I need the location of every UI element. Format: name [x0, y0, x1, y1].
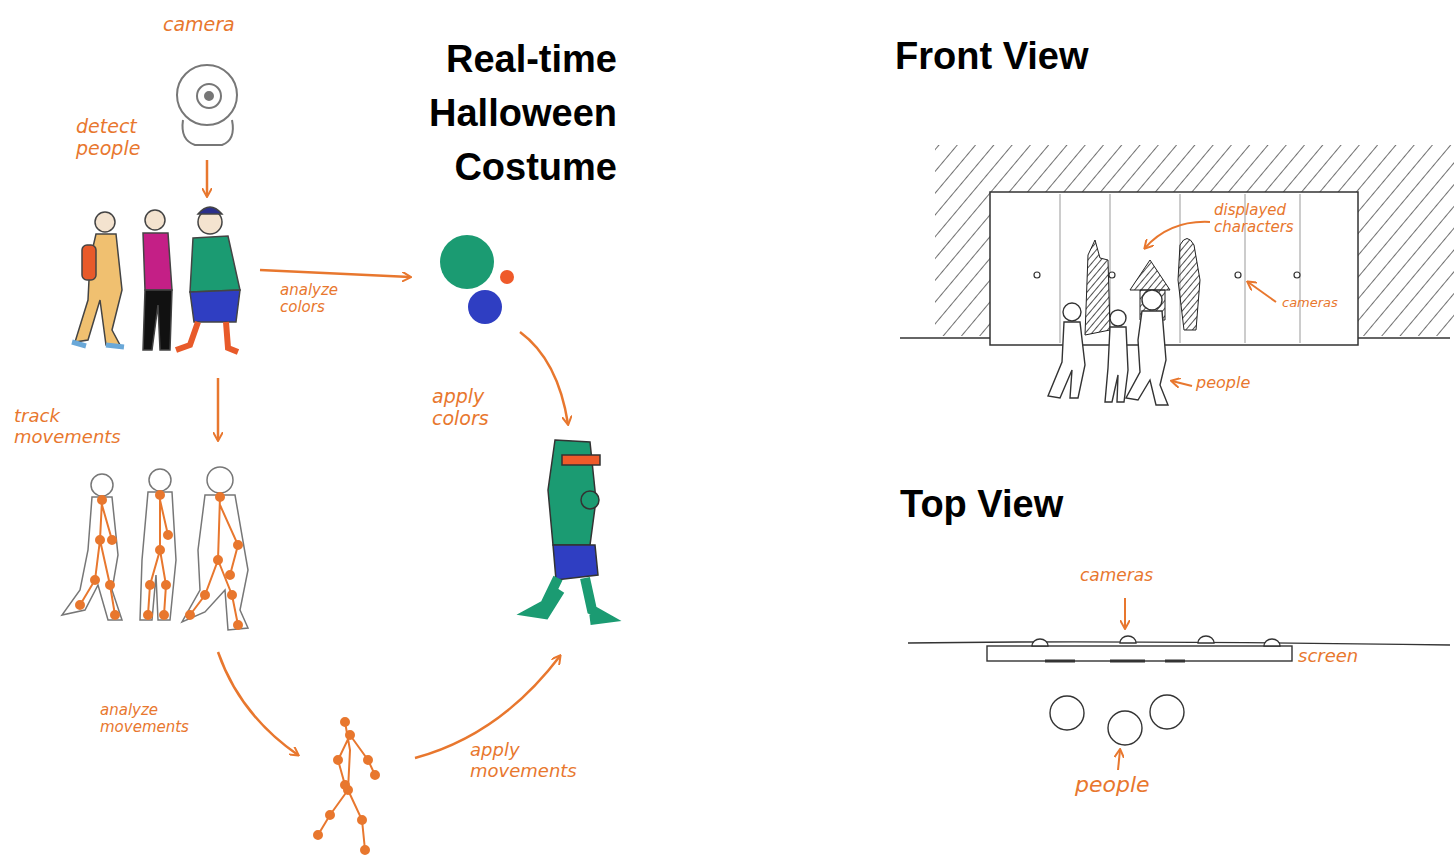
- step-label: track movements: [14, 406, 154, 447]
- callout-label: cameras: [1282, 296, 1338, 311]
- main-title: Real-time Halloween Costume: [385, 32, 617, 194]
- step-label: apply movements: [470, 740, 600, 781]
- camera-label: camera: [163, 14, 235, 36]
- camera-icon: [177, 65, 237, 145]
- step-label: apply colors: [432, 386, 527, 430]
- callout-label: people: [1196, 374, 1250, 392]
- costume-character: [532, 440, 606, 620]
- callout-label: screen: [1298, 646, 1358, 667]
- callout-label: people: [1075, 772, 1150, 797]
- view-heading: Top View: [900, 482, 1063, 528]
- front-view-sketch: [900, 145, 1454, 405]
- people-colored: [72, 207, 240, 352]
- color-blobs: [440, 235, 514, 324]
- top-view-sketch: [908, 636, 1450, 745]
- view-heading: Front View: [895, 34, 1089, 80]
- joint-dots: [76, 491, 242, 629]
- callout-label: displayed characters: [1214, 202, 1324, 237]
- skeleton: [314, 718, 379, 854]
- step-label: detect people: [76, 116, 176, 160]
- callout-label: cameras: [1080, 566, 1153, 586]
- step-label: analyze colors: [280, 282, 375, 317]
- tracked-figures: [62, 467, 248, 630]
- step-label: analyze movements: [100, 702, 230, 737]
